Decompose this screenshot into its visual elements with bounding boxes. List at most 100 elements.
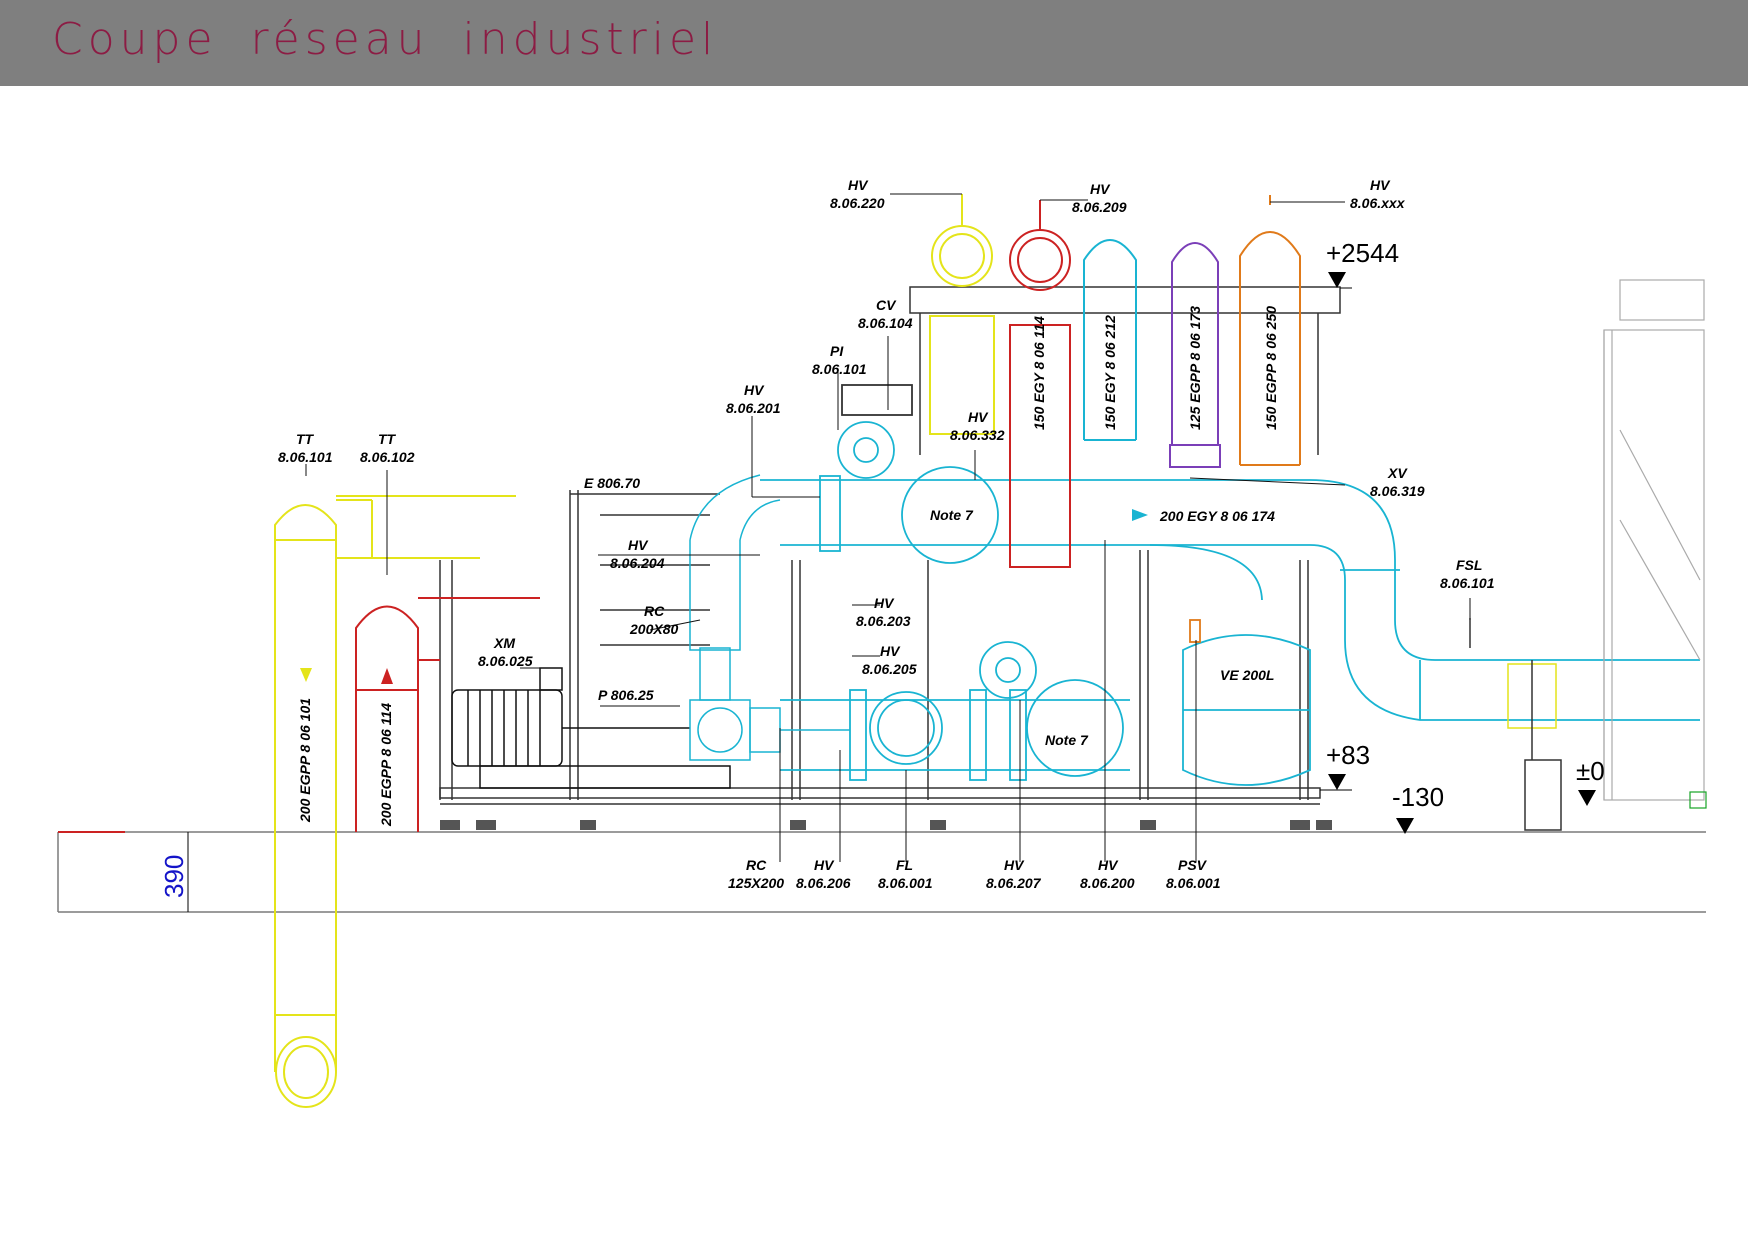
svg-text:TT: TT <box>378 431 397 447</box>
tag-p-806-25: P 806.25 <box>598 687 654 703</box>
riser-orange <box>1239 195 1301 466</box>
riser-yellow <box>929 194 995 435</box>
svg-text:PI: PI <box>830 343 844 359</box>
svg-text:FSL: FSL <box>1456 557 1482 573</box>
svg-text:8.06.209: 8.06.209 <box>1072 199 1127 215</box>
dimension-390: 390 <box>159 855 189 898</box>
level-83: +83 <box>1326 740 1370 770</box>
pipe-label-174: 200 EGY 8 06 174 <box>1159 508 1275 524</box>
level-minus-130: -130 <box>1392 782 1444 812</box>
svg-text:HV: HV <box>744 382 765 398</box>
svg-text:200X80: 200X80 <box>629 621 678 637</box>
svg-text:8.06.206: 8.06.206 <box>796 875 851 891</box>
adjacent-building <box>1603 279 1707 809</box>
tag-rc-125x200: RC 125X200 <box>728 857 784 891</box>
svg-text:8.06.220: 8.06.220 <box>830 195 885 211</box>
tag-xv-319: XV 8.06.319 <box>1370 465 1425 499</box>
riser-label-114: 150 EGY 8 06 114 <box>1031 316 1047 430</box>
svg-text:CV: CV <box>876 297 897 313</box>
handwheel-valves <box>819 384 1037 699</box>
svg-text:E 806.70: E 806.70 <box>584 475 640 491</box>
level-markers <box>1320 272 1596 834</box>
svg-text:HV: HV <box>848 177 869 193</box>
tag-xm-025: XM 8.06.025 <box>478 635 533 669</box>
level-2544: +2544 <box>1326 238 1399 268</box>
svg-text:8.06.200: 8.06.200 <box>1080 875 1135 891</box>
svg-text:XV: XV <box>1387 465 1408 481</box>
flow-arrow-down <box>300 668 312 682</box>
pipe-red-vertical <box>355 597 540 832</box>
tag-hv-209: HV 8.06.209 <box>1072 181 1127 215</box>
riser-label-212: 150 EGY 8 06 212 <box>1102 315 1118 430</box>
svg-text:125X200: 125X200 <box>728 875 784 891</box>
svg-text:HV: HV <box>1004 857 1025 873</box>
tag-psv-001: PSV 8.06.001 <box>1166 857 1221 891</box>
flow-arrow-up <box>381 668 393 684</box>
callout-leaders <box>305 193 1471 862</box>
tag-hv-201: HV 8.06.201 <box>726 382 781 416</box>
svg-text:RC: RC <box>746 857 767 873</box>
skid-feet <box>440 820 1332 830</box>
discharge-line <box>780 689 1130 781</box>
tag-rc-200x80: RC 200X80 <box>629 603 678 637</box>
pipe-label-101: 200 EGPP 8 06 101 <box>297 698 313 823</box>
main-header-pipe <box>760 479 1700 721</box>
pipe-label-114: 200 EGPP 8 06 114 <box>378 703 394 827</box>
svg-text:8.06.001: 8.06.001 <box>878 875 933 891</box>
svg-text:8.06.205: 8.06.205 <box>862 661 917 677</box>
tag-hv-332: HV 8.06.332 <box>950 409 1005 443</box>
tag-hv-205: HV 8.06.205 <box>862 643 917 677</box>
svg-text:HV: HV <box>814 857 835 873</box>
pipe-yellow-vertical <box>274 495 516 1108</box>
header-bar: Coupe réseau industriel <box>0 0 1748 86</box>
tag-hv-204: HV 8.06.204 <box>610 537 665 571</box>
svg-text:RC: RC <box>644 603 665 619</box>
tag-pi-101: PI 8.06.101 <box>812 343 867 377</box>
svg-text:XM: XM <box>493 635 515 651</box>
note-7-lower: Note 7 <box>1045 732 1089 748</box>
riser-purple <box>1169 242 1221 468</box>
flow-arrow-right <box>1132 509 1148 521</box>
motor <box>451 667 731 789</box>
note-7-upper: Note 7 <box>930 507 974 523</box>
svg-text:P 806.25: P 806.25 <box>598 687 654 703</box>
svg-text:TT: TT <box>296 431 315 447</box>
pump <box>689 647 850 761</box>
svg-text:8.06.101: 8.06.101 <box>1440 575 1495 591</box>
tag-hv-xxx: HV 8.06.xxx <box>1350 177 1406 211</box>
tag-e-806-70: E 806.70 <box>584 475 640 491</box>
svg-text:HV: HV <box>1090 181 1111 197</box>
svg-text:HV: HV <box>968 409 989 425</box>
tag-hv-203: HV 8.06.203 <box>856 595 911 629</box>
svg-text:8.06.102: 8.06.102 <box>360 449 415 465</box>
tag-fl-001: FL 8.06.001 <box>878 857 933 891</box>
svg-text:HV: HV <box>1370 177 1391 193</box>
svg-text:PSV: PSV <box>1178 857 1208 873</box>
svg-text:HV: HV <box>628 537 649 553</box>
svg-text:HV: HV <box>874 595 895 611</box>
riser-label-173: 125 EGPP 8 06 173 <box>1187 306 1203 430</box>
svg-text:8.06.204: 8.06.204 <box>610 555 665 571</box>
svg-text:8.06.025: 8.06.025 <box>478 653 533 669</box>
tag-cv-104: CV 8.06.104 <box>858 297 913 331</box>
svg-text:8.06.104: 8.06.104 <box>858 315 913 331</box>
page-title: Coupe réseau industriel <box>52 14 719 65</box>
svg-text:8.06.101: 8.06.101 <box>812 361 867 377</box>
note-circle-upper <box>901 466 999 564</box>
tag-hv-220: HV 8.06.220 <box>830 177 885 211</box>
riser-red <box>1009 200 1071 568</box>
top-platform <box>909 286 1341 455</box>
riser-cyan <box>1083 239 1137 441</box>
vessel-label: VE 200L <box>1220 667 1274 683</box>
tag-hv-200: HV 8.06.200 <box>1080 857 1135 891</box>
riser-label-250: 150 EGPP 8 06 250 <box>1263 306 1279 430</box>
ground-trench <box>57 831 1706 913</box>
piping-section-drawing: 390 <box>57 177 1707 1108</box>
support-stand <box>1469 618 1562 831</box>
tag-tt-101: TT 8.06.101 <box>278 431 333 465</box>
svg-text:HV: HV <box>1098 857 1119 873</box>
svg-text:8.06.203: 8.06.203 <box>856 613 911 629</box>
svg-text:HV: HV <box>880 643 901 659</box>
reducer-cone <box>689 474 781 651</box>
tag-hv-206: HV 8.06.206 <box>796 857 851 891</box>
